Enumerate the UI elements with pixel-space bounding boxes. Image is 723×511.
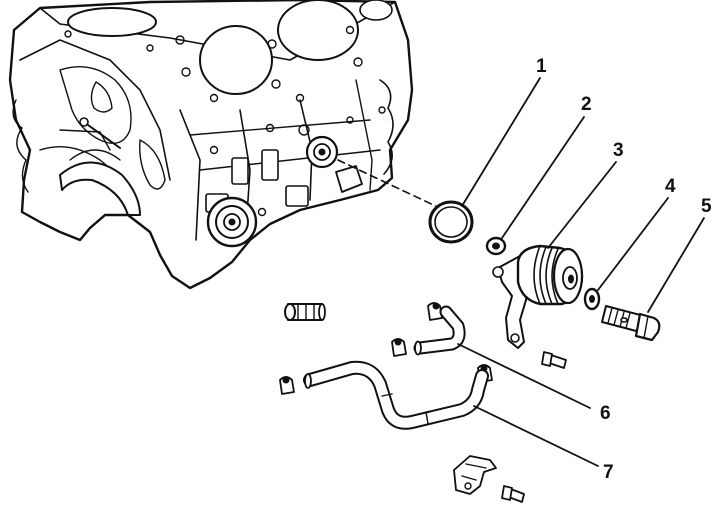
leader-lines	[457, 77, 705, 467]
mounting-bracket-small	[453, 455, 497, 495]
engine-block	[8, 0, 414, 290]
callout-4: 4	[665, 176, 676, 197]
callout-1: 1	[536, 56, 547, 77]
callout-5: 5	[701, 196, 712, 217]
alignment-dashed-line	[337, 159, 445, 211]
o-ring-seal	[428, 200, 474, 244]
seal-washer	[485, 236, 507, 256]
callout-7: 7	[603, 462, 614, 483]
callout-2: 2	[581, 94, 592, 115]
callout-6: 6	[600, 403, 611, 424]
callout-labels: 1 2 3 4 5 6 7	[536, 56, 712, 483]
small-bolts	[501, 351, 567, 503]
long-coolant-hose	[303, 360, 489, 430]
hose-fitting	[284, 303, 326, 321]
short-coolant-hose	[413, 305, 466, 356]
bolt-washer	[583, 287, 601, 311]
hollow-bolt	[601, 305, 661, 342]
oil-cooler	[492, 244, 584, 349]
callout-3: 3	[613, 140, 624, 161]
